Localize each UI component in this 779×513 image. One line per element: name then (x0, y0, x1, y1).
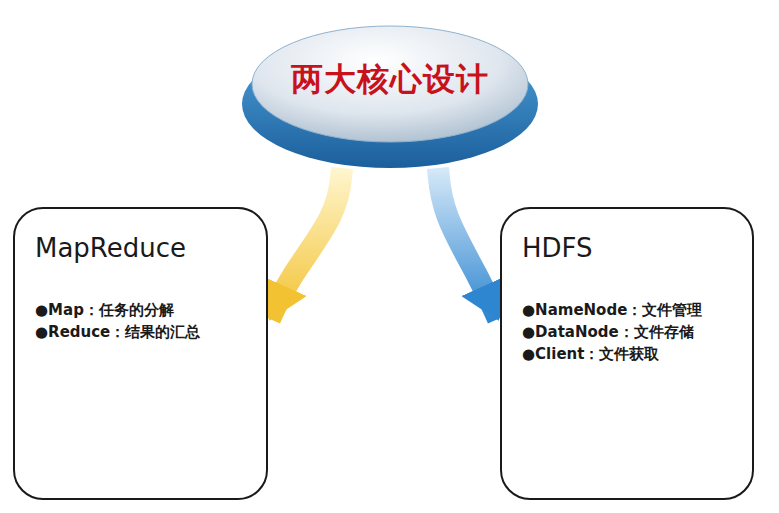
ellipse-top (252, 26, 528, 142)
bullet-item: ●NameNode：文件管理 (522, 299, 738, 321)
component-box: HDFS ●NameNode：文件管理●DataNode：文件存储●Client：… (500, 207, 754, 500)
bullet-item: ●Map：任务的分解 (35, 299, 252, 321)
diagram-title: 两大核心设计 (291, 58, 489, 102)
bullet-item: ●Client：文件获取 (522, 343, 738, 365)
curved-arrow (270, 168, 342, 319)
box-heading: MapReduce (35, 233, 252, 263)
box-heading: HDFS (522, 233, 738, 263)
bullet-item: ●Reduce：结果的汇总 (35, 321, 252, 343)
curved-arrow (438, 168, 498, 319)
core-ellipse: 两大核心设计 (240, 12, 540, 170)
bullet-item: ●DataNode：文件存储 (522, 321, 738, 343)
component-box: MapReduce ●Map：任务的分解●Reduce：结果的汇总 (13, 207, 268, 500)
